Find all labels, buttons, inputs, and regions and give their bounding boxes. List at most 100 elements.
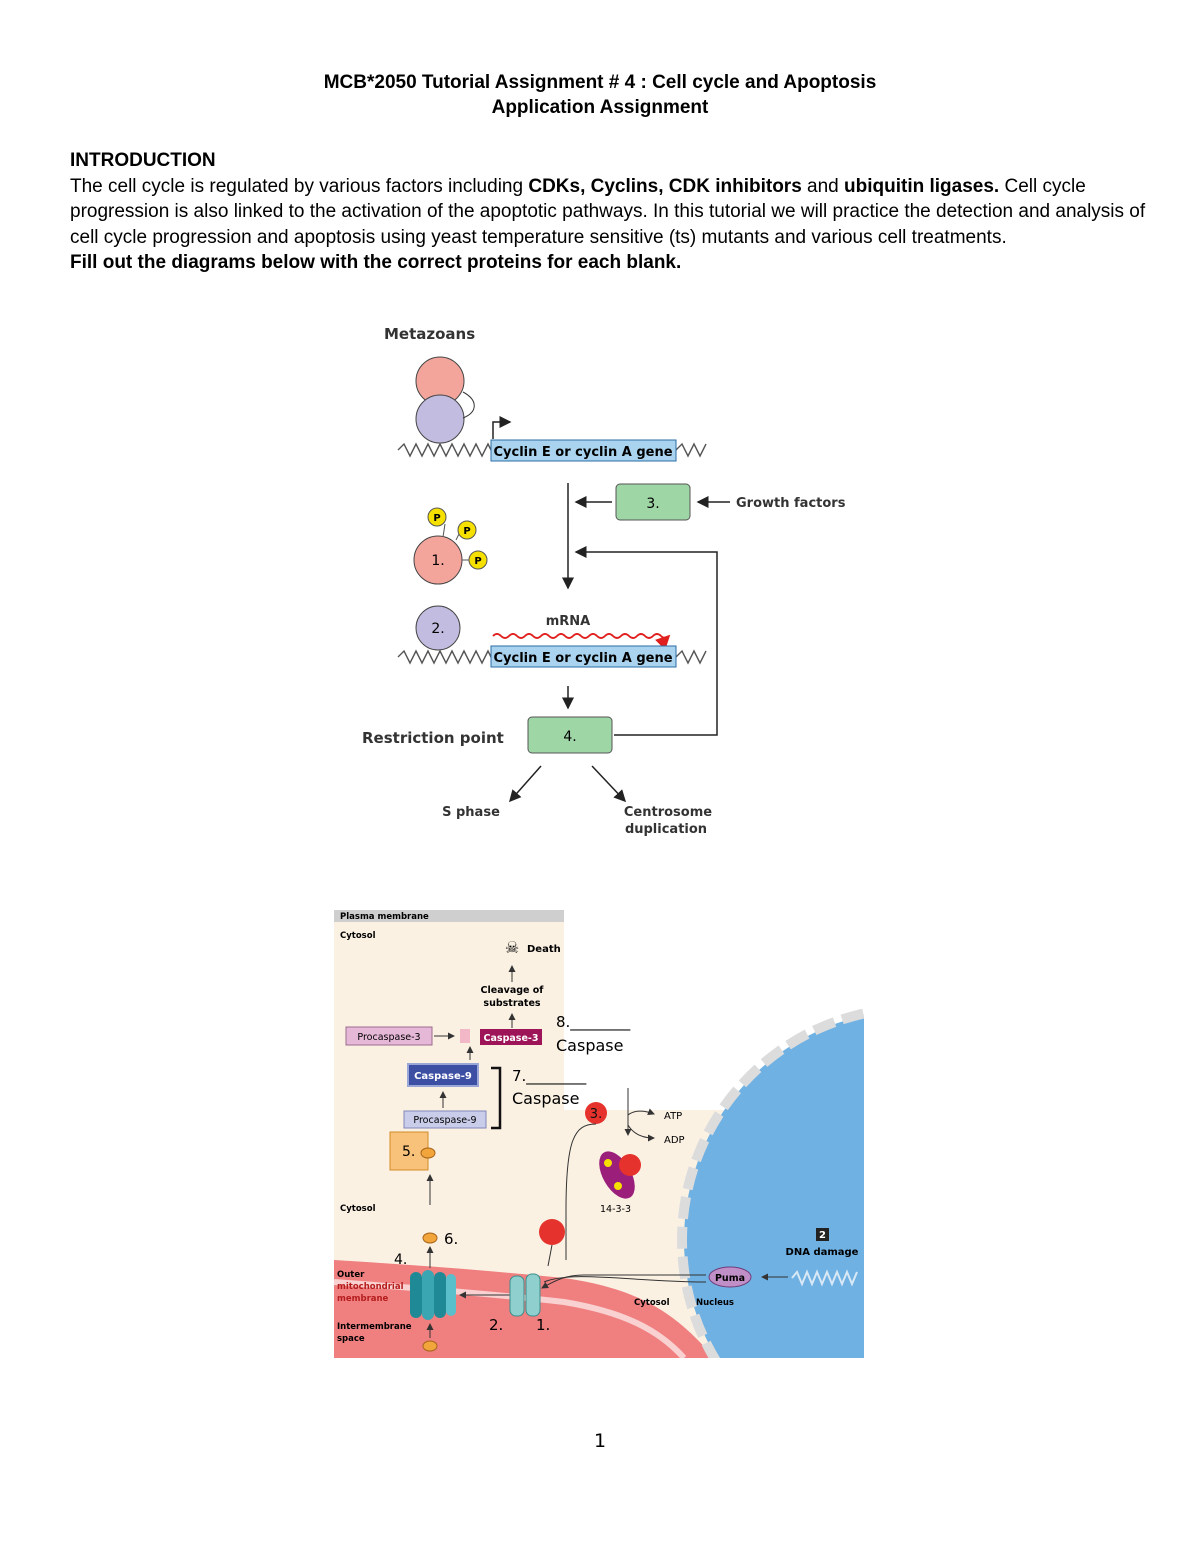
intro-text-and: and — [801, 175, 845, 197]
blank-5-label: 5. — [402, 1144, 415, 1160]
death-label: Death — [527, 944, 561, 955]
phosphate-dot-1 — [604, 1159, 612, 1167]
arrow-to-centrosome — [591, 765, 627, 803]
intro-text-a: The cell cycle is regulated by various f… — [70, 175, 529, 197]
document-subtitle: Application Assignment — [491, 97, 709, 118]
phosphate-icon-2 — [457, 520, 477, 540]
centrosome-label-2: duplication — [625, 822, 707, 837]
step-badge-label: 2 — [819, 1230, 826, 1241]
blank-box-3 — [615, 483, 691, 521]
gene-label-2: Cyclin E or cyclin A gene — [493, 651, 672, 666]
blank-4-channel — [410, 1270, 456, 1320]
blank-7: 7.________ — [512, 1067, 587, 1086]
gene-label-1: Cyclin E or cyclin A gene — [493, 445, 672, 460]
caspase-3-fragment — [460, 1029, 470, 1043]
intro-bold-cdks: CDKs, Cyclins, CDK inhibitors — [528, 175, 802, 197]
mrna-wave — [492, 633, 671, 650]
outer-membrane-label-3: membrane — [337, 1294, 389, 1304]
skull-icon: ☠ — [505, 938, 519, 957]
intro-text-rest: Cell cycle progression is also linked to… — [70, 175, 1146, 248]
cdk-circle-top — [415, 394, 465, 444]
dna-strand-1-end — [675, 442, 707, 458]
nucleus-label: Nucleus — [696, 1298, 734, 1308]
blank-circle-3 — [585, 1102, 607, 1124]
dna-strand-2 — [397, 649, 495, 665]
cleavage-label-2: substrates — [483, 998, 540, 1009]
box-4-label: 4. — [563, 729, 576, 745]
puma-label: Puma — [715, 1273, 745, 1284]
arrow-to-s-phase — [509, 765, 542, 803]
caspase-3-box — [480, 1029, 542, 1045]
puma-protein — [708, 1266, 752, 1288]
dna-strand-1 — [397, 442, 495, 458]
outer-membrane-label-1: Outer — [337, 1270, 365, 1280]
dna-helix — [791, 1269, 858, 1287]
intro-bold-ligases: ubiquitin ligases. — [844, 175, 1000, 197]
dna-damage-label: DNA damage — [786, 1247, 859, 1258]
caspase-9-label: Caspase-9 — [414, 1071, 472, 1082]
circle-1-label: 1. — [431, 553, 444, 569]
procaspase-9-box — [403, 1110, 487, 1129]
cytochrome-c-6 — [422, 1232, 438, 1244]
caspase-3-label: Caspase-3 — [484, 1033, 539, 1044]
introduction-section: INTRODUCTION The cell cycle is regulated… — [70, 148, 1150, 276]
line-red-to-channel — [547, 1244, 553, 1267]
blank-8: 8.________ — [556, 1013, 631, 1032]
growth-factors-label: Growth factors — [736, 496, 846, 511]
intermembrane-label-1: Intermembrane — [337, 1322, 412, 1332]
procaspase-3-label: Procaspase-3 — [357, 1032, 420, 1043]
cell-cycle-diagram: Metazoans Cyclin E or cyclin A gene 3. G… — [362, 325, 846, 837]
metazoans-label: Metazoans — [384, 325, 475, 343]
centrosome-label-1: Centrosome — [624, 805, 712, 820]
step-badge — [816, 1228, 829, 1241]
phosphate-label-1: P — [433, 513, 440, 524]
blank-4-label: 4. — [394, 1252, 407, 1268]
procaspase-3-box — [345, 1026, 433, 1046]
gene-box-2 — [490, 645, 677, 668]
free-red-protein — [539, 1219, 565, 1245]
blank-circle-2 — [415, 605, 461, 651]
cleavage-label-1: Cleavage of — [481, 985, 545, 996]
gene-box-1 — [490, 439, 677, 462]
blank-2-label: 2. — [489, 1316, 503, 1334]
document-title: MCB*2050 Tutorial Assignment # 4 : Cell … — [323, 72, 877, 93]
cytochrome-c-in-box — [420, 1147, 436, 1159]
transcription-start-arrow — [492, 416, 512, 439]
bound-red-protein — [619, 1154, 641, 1176]
phosphate-label-3: P — [474, 556, 481, 567]
adp-arrow — [627, 1124, 655, 1142]
dna-strand-2-end — [675, 649, 707, 665]
atp-arrow — [627, 1108, 655, 1116]
intro-paragraph: The cell cycle is regulated by various f… — [70, 174, 1150, 251]
label-14-3-3: 14-3-3 — [600, 1204, 631, 1215]
circle-2-label: 2. — [431, 621, 444, 637]
phosphate-bond-2 — [455, 533, 460, 541]
phosphate-dot-2 — [614, 1182, 622, 1190]
bracket — [491, 1066, 502, 1130]
cytosol-bottom-label: Cytosol — [634, 1298, 670, 1308]
phosphate-icon-1 — [427, 507, 447, 527]
restriction-point-label: Restriction point — [362, 729, 504, 747]
adp-label: ADP — [664, 1135, 685, 1146]
mitochondrion-inner-band — [334, 1279, 687, 1358]
blank-1-label: 1. — [536, 1316, 550, 1334]
blank-3-label: 3. — [590, 1107, 602, 1122]
s-phase-label: S phase — [442, 805, 500, 820]
line-puma-2 — [543, 1276, 707, 1283]
phosphate-bond-1 — [442, 523, 446, 538]
blank-8-caspase: Caspase — [556, 1036, 623, 1055]
blank-6-label: 6. — [444, 1230, 458, 1248]
atp-label: ATP — [664, 1111, 682, 1122]
intermembrane-label-2: space — [337, 1334, 365, 1344]
plasma-membrane-band — [334, 910, 564, 922]
outer-membrane-label-2: mitochondrial — [337, 1282, 404, 1292]
box-3-label: 3. — [646, 496, 659, 512]
blank-1-2-channels — [509, 1273, 541, 1317]
mrna-label: mRNA — [546, 614, 591, 629]
phosphate-label-2: P — [463, 526, 470, 537]
line-3-to-membrane — [565, 1123, 597, 1260]
blank-7-caspase: Caspase — [512, 1089, 579, 1108]
procaspase-9-label: Procaspase-9 — [413, 1115, 476, 1126]
cytochrome-c-intermembrane — [422, 1340, 438, 1352]
feedback-loop-arrow — [574, 546, 718, 736]
